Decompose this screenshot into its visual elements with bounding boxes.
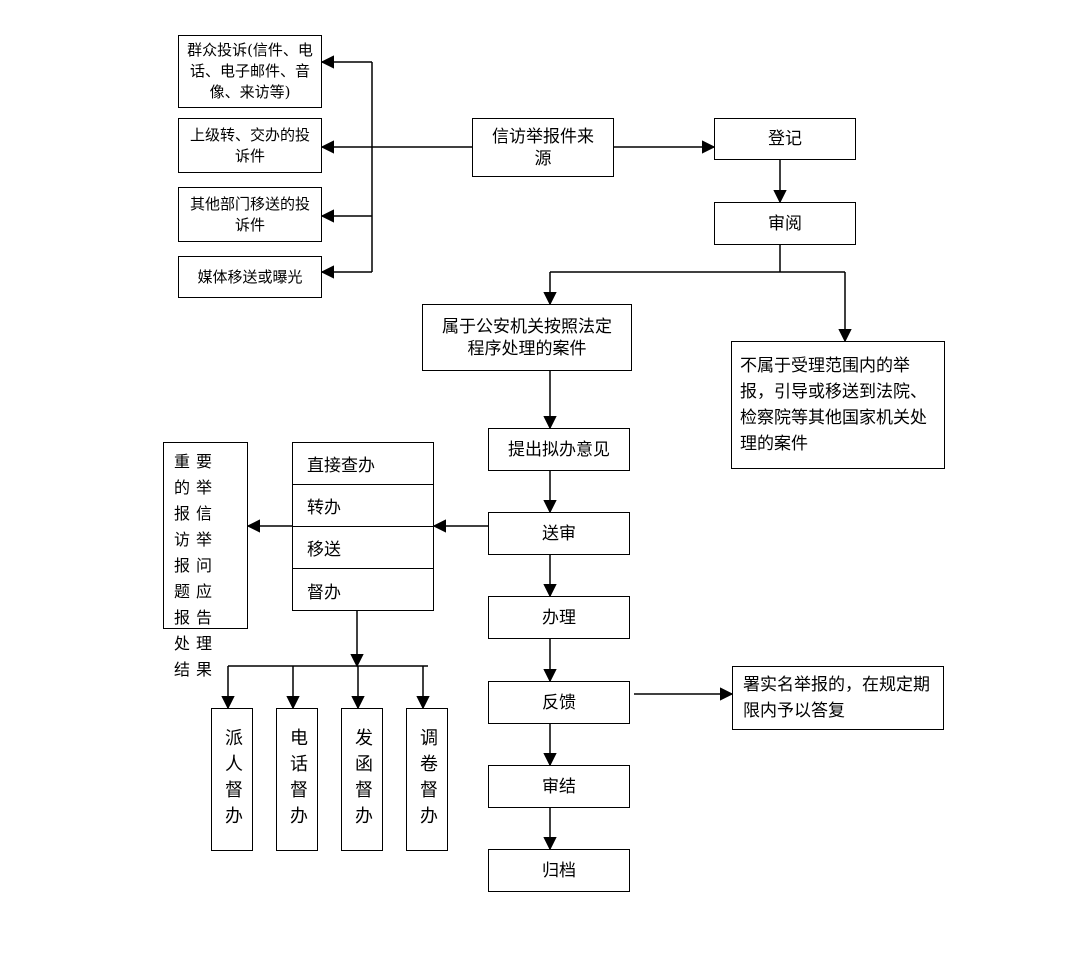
supervision-phone: 电话督办 xyxy=(276,708,318,851)
supervision-letter-label: 发函督办 xyxy=(352,727,373,832)
handling-methods-table: 直接查办 转办 移送 督办 xyxy=(292,442,434,611)
source-public-complaint: 群众投诉(信件、电话、电子邮件、音像、来访等) xyxy=(178,35,322,108)
handling-method-direct-label: 直接查办 xyxy=(307,456,375,476)
submit-box: 送审 xyxy=(488,512,630,555)
not-in-scope-label: 不属于受理范围内的举报，引导或移送到法院、检察院等其他国家机关处理的案件 xyxy=(740,356,927,454)
archive-box: 归档 xyxy=(488,849,630,892)
handling-method-refer-label: 移送 xyxy=(307,540,341,560)
handling-method-transfer-label: 转办 xyxy=(307,498,341,518)
handle-box: 办理 xyxy=(488,596,630,639)
source-title-label: 信访举报件来源 xyxy=(492,126,594,169)
feedback-box: 反馈 xyxy=(488,681,630,724)
archive-label: 归档 xyxy=(542,860,576,881)
supervision-file-label: 调卷督办 xyxy=(417,727,438,832)
handling-method-direct: 直接查办 xyxy=(293,443,433,485)
supervision-dispatch-label: 派人督办 xyxy=(222,727,243,832)
review-label: 审阅 xyxy=(768,213,802,234)
supervision-letter: 发函督办 xyxy=(341,708,383,851)
propose-box: 提出拟办意见 xyxy=(488,428,630,471)
conclude-label: 审结 xyxy=(542,776,576,797)
feedback-note-label: 署实名举报的，在规定期限内予以答复 xyxy=(743,675,930,721)
source-public-complaint-label: 群众投诉(信件、电话、电子邮件、音像、来访等) xyxy=(187,41,313,101)
supervision-phone-label: 电话督办 xyxy=(287,727,308,832)
source-media: 媒体移送或曝光 xyxy=(178,256,322,298)
source-other-department: 其他部门移送的投诉件 xyxy=(178,187,322,242)
police-case-box: 属于公安机关按照法定程序处理的案件 xyxy=(422,304,632,371)
conclude-box: 审结 xyxy=(488,765,630,808)
not-in-scope-box: 不属于受理范围内的举报，引导或移送到法院、检察院等其他国家机关处理的案件 xyxy=(731,341,945,469)
supervision-dispatch: 派人督办 xyxy=(211,708,253,851)
feedback-label: 反馈 xyxy=(542,692,576,713)
source-media-label: 媒体移送或曝光 xyxy=(197,267,303,286)
register-box: 登记 xyxy=(714,118,856,160)
submit-label: 送审 xyxy=(542,523,576,544)
handling-method-transfer: 转办 xyxy=(293,485,433,527)
source-other-department-label: 其他部门移送的投诉件 xyxy=(189,194,310,234)
source-superior-referral: 上级转、交办的投诉件 xyxy=(178,118,322,173)
register-label: 登记 xyxy=(768,129,802,149)
handling-method-refer: 移送 xyxy=(293,527,433,569)
supervision-file: 调卷督办 xyxy=(406,708,448,851)
feedback-note-box: 署实名举报的，在规定期限内予以答复 xyxy=(732,666,944,730)
handling-method-supervise-label: 督办 xyxy=(307,582,341,603)
review-box: 审阅 xyxy=(714,202,856,245)
source-superior-referral-label: 上级转、交办的投诉件 xyxy=(189,125,310,165)
handling-method-supervise: 督办 xyxy=(293,569,433,611)
important-report-box: 重要的举报信访举报问题应报告处理结果 xyxy=(163,442,248,679)
source-title-box: 信访举报件来源 xyxy=(472,118,614,177)
propose-label: 提出拟办意见 xyxy=(508,439,610,460)
police-case-label: 属于公安机关按照法定程序处理的案件 xyxy=(442,316,612,359)
handle-label: 办理 xyxy=(542,607,576,628)
important-report-label: 重要的举报信访举报问题应报告处理结果 xyxy=(174,452,219,679)
